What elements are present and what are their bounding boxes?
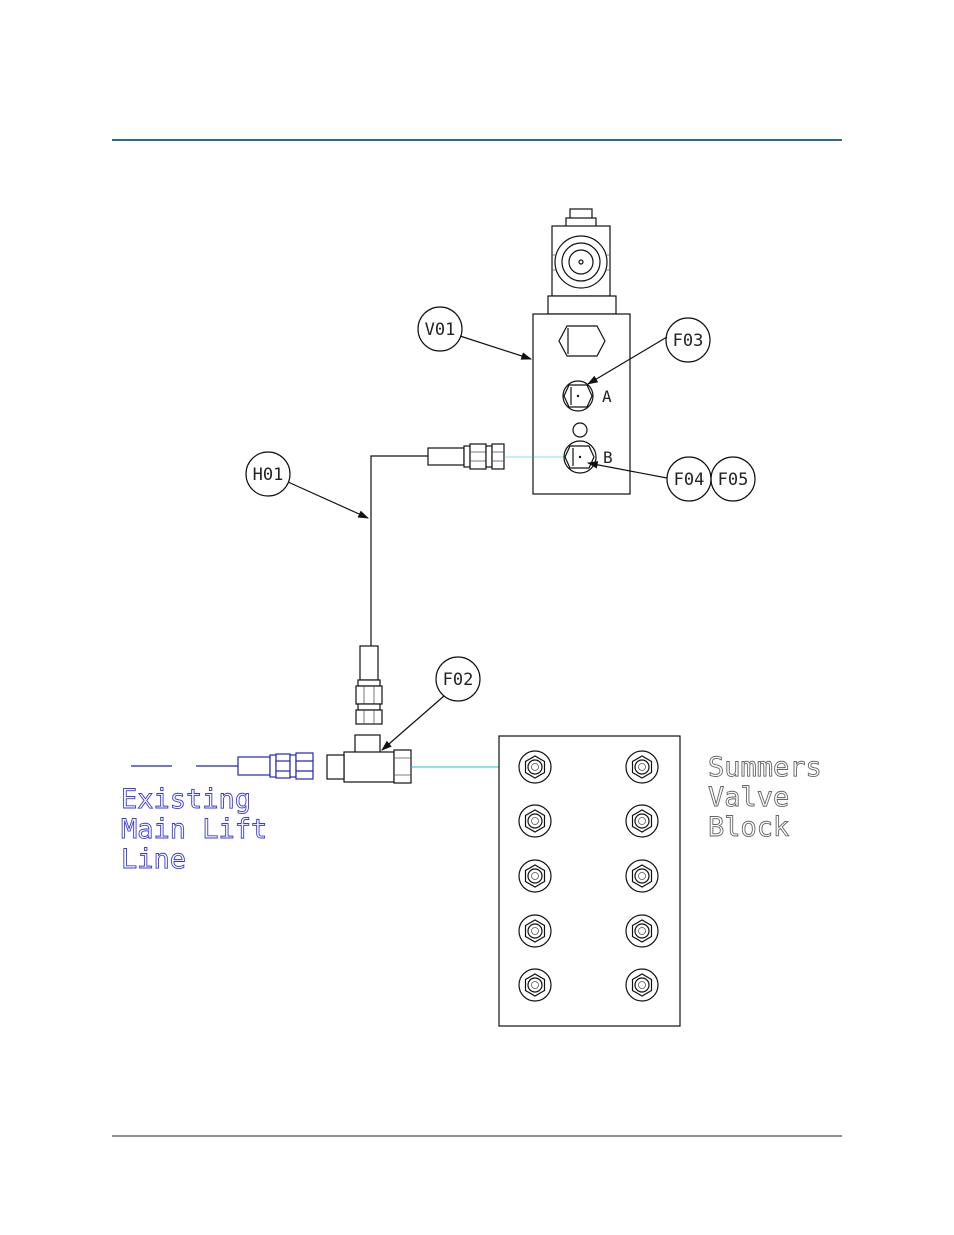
existing-line-label-1: Existing xyxy=(121,784,251,815)
valve-block-label-3: Block xyxy=(708,812,789,843)
callout-f04-label: F04 xyxy=(674,470,705,490)
valve-block-label-1: Summers xyxy=(708,752,822,783)
callout-h01-label: H01 xyxy=(253,465,284,485)
callout-v01: V01 xyxy=(418,307,531,359)
valve-block-label-2: Valve xyxy=(708,782,789,813)
callout-f05: F05 xyxy=(711,457,755,501)
port-b-label: B xyxy=(603,448,613,467)
tee-fitting xyxy=(327,735,411,783)
hose-end-fitting-lower xyxy=(356,646,382,724)
callout-f02: F02 xyxy=(382,657,480,750)
callout-h01: H01 xyxy=(246,452,368,518)
existing-line-label-2: Main Lift xyxy=(121,814,267,845)
existing-line-fitting xyxy=(131,753,313,779)
callout-f05-label: F05 xyxy=(718,470,749,490)
hose-h01 xyxy=(371,456,428,646)
solenoid-valve xyxy=(533,209,630,494)
callout-f02-label: F02 xyxy=(443,670,474,690)
hose-end-fitting-upper xyxy=(428,444,504,469)
existing-line-label-3: Line xyxy=(121,844,186,875)
callout-f03-label: F03 xyxy=(673,331,704,351)
port-a-label: A xyxy=(602,387,612,406)
callout-v01-label: V01 xyxy=(425,320,456,340)
